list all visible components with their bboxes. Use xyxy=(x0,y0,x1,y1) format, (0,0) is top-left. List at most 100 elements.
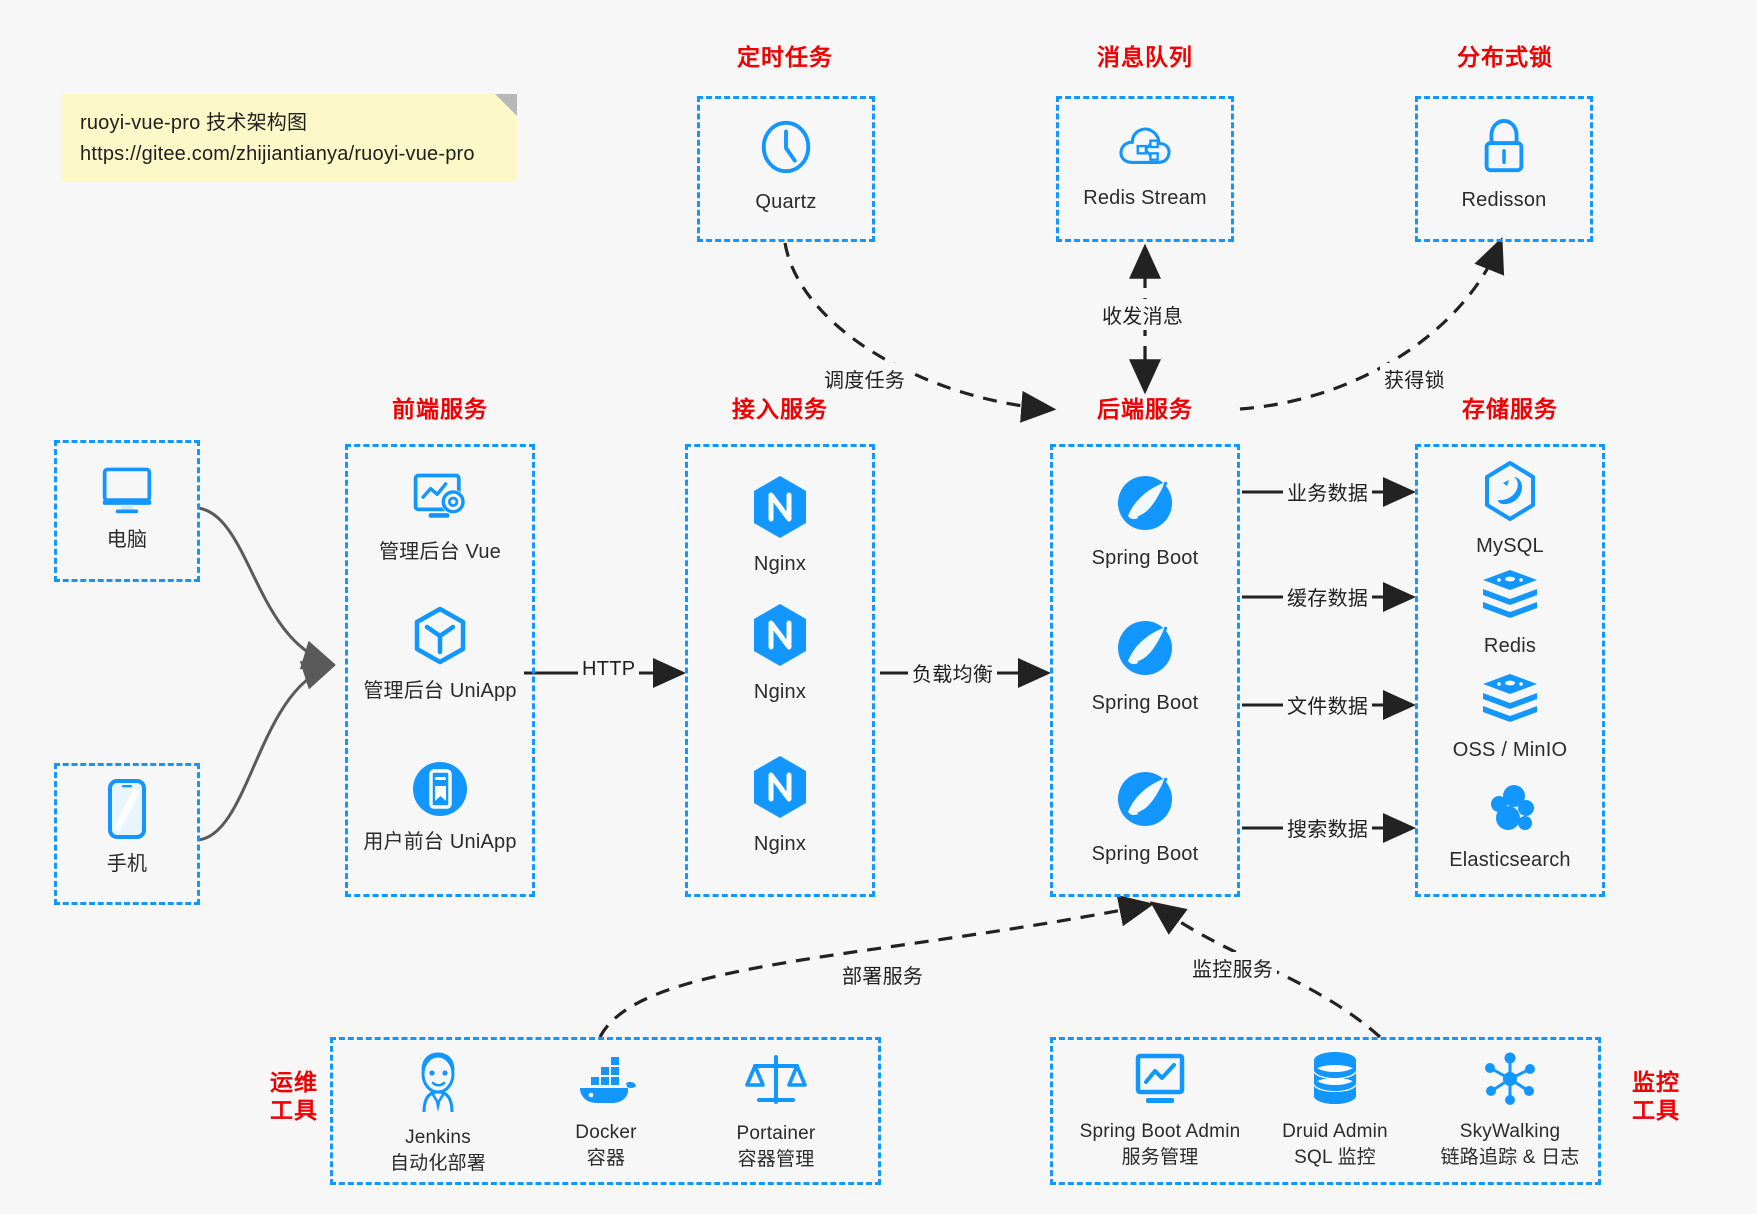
edge-label-deploy-service: 部署服务 xyxy=(838,959,928,990)
node-redisson[interactable]: Redisson xyxy=(1435,116,1573,214)
node-label-spring-boot-1: Spring Boot xyxy=(1091,547,1199,569)
node-elasticsearch[interactable]: Elasticsearch xyxy=(1425,780,1595,874)
node-label-quartz: Quartz xyxy=(755,191,817,213)
node-phone[interactable]: 手机 xyxy=(64,778,190,878)
node-label-portainer: Portainer 容器管理 xyxy=(736,1123,816,1170)
node-admin-vue[interactable]: 管理后台 Vue xyxy=(355,470,525,566)
edge-label-http: HTTP xyxy=(578,657,640,682)
node-label-redis: Redis xyxy=(1483,635,1537,657)
docker-whale-icon xyxy=(574,1055,638,1114)
group-title-monitor: 监控 工具 xyxy=(1632,1069,1680,1123)
node-spring-boot-admin[interactable]: Spring Boot Admin 服务管理 xyxy=(1060,1052,1260,1170)
mysql-dolphin-icon xyxy=(1481,460,1539,527)
note-url-line: https://gitee.com/zhijiantianya/ruoyi-vu… xyxy=(80,143,475,165)
node-spring-boot-1[interactable]: Spring Boot xyxy=(1060,472,1230,572)
edge-label-send-receive-message: 收发消息 xyxy=(1098,299,1188,330)
node-label-nginx-3: Nginx xyxy=(753,833,807,855)
desktop-monitor-icon xyxy=(97,462,157,521)
cloud-network-icon xyxy=(1116,120,1174,179)
uniapp-cube-icon xyxy=(411,605,469,672)
node-label-elasticsearch: Elasticsearch xyxy=(1449,849,1571,871)
node-portainer[interactable]: Portainer 容器管理 xyxy=(690,1052,862,1172)
diagram-note: ruoyi-vue-pro 技术架构图 https://gitee.com/zh… xyxy=(62,94,517,182)
spring-boot-icon xyxy=(1114,472,1176,539)
group-title-devops: 运维 工具 xyxy=(270,1069,318,1123)
redis-stack-icon xyxy=(1479,672,1541,731)
nginx-icon xyxy=(750,602,810,673)
group-title-backend: 后端服务 xyxy=(1097,396,1193,422)
node-docker[interactable]: Docker 容器 xyxy=(520,1055,692,1171)
group-frontend xyxy=(345,444,535,897)
node-label-redisson: Redisson xyxy=(1461,189,1547,211)
node-admin-uniapp[interactable]: 管理后台 UniApp xyxy=(355,605,525,705)
node-label-oss-minio: OSS / MinIO xyxy=(1452,739,1568,761)
node-spring-boot-2[interactable]: Spring Boot xyxy=(1060,617,1230,717)
group-gateway xyxy=(685,444,875,897)
node-quartz[interactable]: Quartz xyxy=(717,116,855,216)
group-storage xyxy=(1415,444,1605,897)
elasticsearch-icon xyxy=(1481,780,1539,841)
node-nginx-3[interactable]: Nginx xyxy=(695,754,865,858)
edge-label-monitor-service: 监控服务 xyxy=(1188,952,1278,983)
node-nginx-1[interactable]: Nginx xyxy=(695,474,865,578)
nginx-icon xyxy=(750,474,810,545)
group-devops xyxy=(330,1037,881,1185)
node-mysql[interactable]: MySQL xyxy=(1425,460,1595,560)
edge-label-search-data: 搜索数据 xyxy=(1283,812,1373,843)
node-label-admin-vue: 管理后台 Vue xyxy=(378,541,501,563)
edge-label-file-data: 文件数据 xyxy=(1283,689,1373,720)
node-label-admin-uniapp: 管理后台 UniApp xyxy=(363,680,517,702)
nginx-icon xyxy=(750,754,810,825)
portainer-scale-icon xyxy=(745,1052,807,1115)
mobile-phone-icon xyxy=(104,778,150,845)
node-label-phone: 手机 xyxy=(106,853,148,875)
node-label-mysql: MySQL xyxy=(1476,535,1544,557)
edge-label-cache-data: 缓存数据 xyxy=(1283,581,1373,612)
edge-label-load-balance: 负载均衡 xyxy=(908,657,998,688)
spring-boot-icon xyxy=(1114,768,1176,835)
node-label-nginx-1: Nginx xyxy=(753,553,807,575)
skywalking-node-icon xyxy=(1481,1050,1539,1113)
node-label-pc: 电脑 xyxy=(106,529,148,551)
group-scheduler xyxy=(697,96,875,242)
node-nginx-2[interactable]: Nginx xyxy=(695,602,865,706)
note-fold-corner xyxy=(495,94,517,116)
node-oss-minio[interactable]: OSS / MinIO xyxy=(1425,672,1595,764)
node-skywalking[interactable]: SkyWalking 链路追踪 & 日志 xyxy=(1420,1050,1600,1170)
node-label-spring-boot-admin: Spring Boot Admin 服务管理 xyxy=(1079,1121,1241,1168)
jenkins-butler-icon xyxy=(409,1050,467,1119)
node-jenkins[interactable]: Jenkins 自动化部署 xyxy=(352,1050,524,1176)
node-redis-stream[interactable]: Redis Stream xyxy=(1066,120,1224,212)
node-user-uniapp[interactable]: 用户前台 UniApp xyxy=(355,760,525,856)
node-label-redis-stream: Redis Stream xyxy=(1083,187,1207,209)
edge-label-schedule-task: 调度任务 xyxy=(820,363,910,394)
app-circle-icon xyxy=(411,760,469,823)
node-pc[interactable]: 电脑 xyxy=(64,462,190,554)
node-label-docker: Docker 容器 xyxy=(575,1122,637,1169)
node-label-skywalking: SkyWalking 链路追踪 & 日志 xyxy=(1440,1121,1580,1168)
clock-icon xyxy=(755,116,817,183)
lock-icon xyxy=(1476,116,1532,181)
node-label-user-uniapp: 用户前台 UniApp xyxy=(363,831,517,853)
node-spring-boot-3[interactable]: Spring Boot xyxy=(1060,768,1230,868)
node-druid-admin[interactable]: Druid Admin SQL 监控 xyxy=(1245,1050,1425,1170)
group-title-lock: 分布式锁 xyxy=(1457,44,1553,70)
spring-boot-icon xyxy=(1114,617,1176,684)
group-title-scheduler: 定时任务 xyxy=(737,44,833,70)
group-title-frontend: 前端服务 xyxy=(392,396,488,422)
group-title-gateway: 接入服务 xyxy=(732,396,828,422)
node-label-nginx-2: Nginx xyxy=(753,681,807,703)
note-title-line: ruoyi-vue-pro 技术架构图 xyxy=(80,112,308,134)
database-cylinder-icon xyxy=(1307,1050,1363,1113)
node-label-spring-boot-2: Spring Boot xyxy=(1091,692,1199,714)
edge-label-acquire-lock: 获得锁 xyxy=(1380,363,1449,394)
group-mq xyxy=(1056,96,1234,242)
node-label-jenkins: Jenkins 自动化部署 xyxy=(389,1127,486,1174)
node-label-druid-admin: Druid Admin SQL 监控 xyxy=(1282,1121,1388,1168)
node-redis[interactable]: Redis xyxy=(1425,568,1595,660)
group-title-mq: 消息队列 xyxy=(1097,44,1193,70)
group-title-storage: 存储服务 xyxy=(1462,396,1558,422)
dashboard-gear-icon xyxy=(409,470,471,533)
node-label-spring-boot-3: Spring Boot xyxy=(1091,843,1199,865)
